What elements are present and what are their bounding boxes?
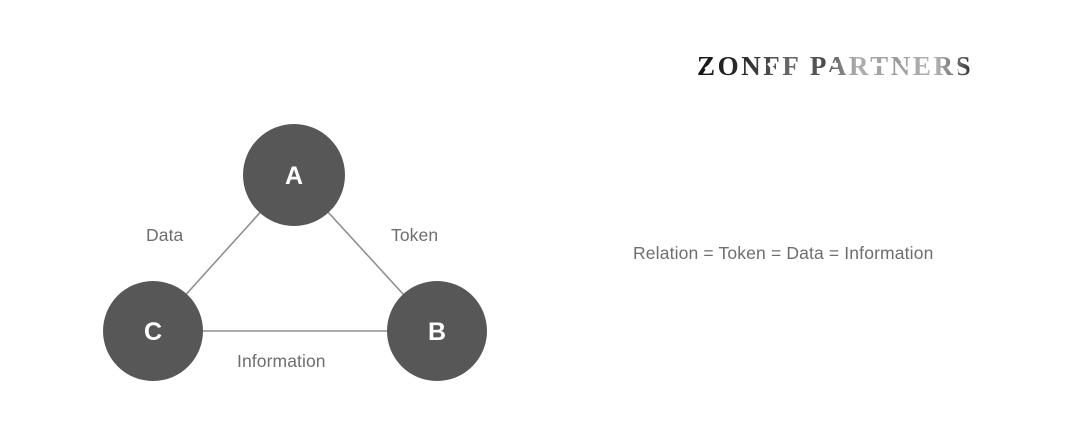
- edge-label-data: Data: [146, 225, 184, 245]
- zonff-partners-logo: ZONFF PARTNERS: [697, 48, 1027, 84]
- node-c-circle: [103, 281, 203, 381]
- node-c[interactable]: C: [103, 281, 203, 381]
- node-a-circle: [243, 124, 345, 226]
- logo-wordmark: ZONFF PARTNERS: [697, 51, 973, 81]
- node-b-circle: [387, 281, 487, 381]
- node-a[interactable]: A: [243, 124, 345, 226]
- node-a-label: A: [285, 162, 303, 190]
- logo-svg: ZONFF PARTNERS: [697, 51, 973, 81]
- edge-label-information: Information: [237, 351, 326, 371]
- relation-equation: Relation = Token = Data = Information: [633, 243, 934, 263]
- node-b-label: B: [428, 318, 446, 346]
- edge-label-token: Token: [391, 225, 439, 245]
- node-c-label: C: [144, 318, 162, 346]
- node-b[interactable]: B: [387, 281, 487, 381]
